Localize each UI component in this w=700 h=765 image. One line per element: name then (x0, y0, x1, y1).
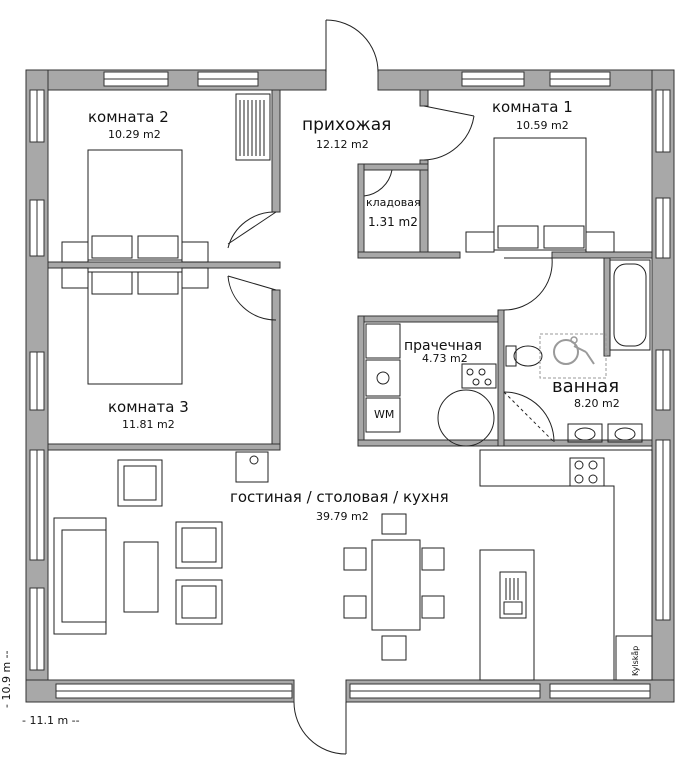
room3-area: 11.81 m2 (122, 418, 175, 431)
sofa (53, 517, 107, 635)
storage-area: 1.31 m2 (368, 215, 418, 229)
fridge-label: Kylskåp (630, 646, 640, 676)
armchairs (117, 459, 223, 625)
small-table-living (235, 451, 269, 483)
bed-room2 (61, 149, 209, 263)
laundry-area: 4.73 m2 (422, 352, 468, 365)
hall-name: прихожая (302, 115, 391, 135)
washer-label: WM (374, 408, 394, 421)
storage-name: кладовая (366, 196, 421, 209)
bed-room3 (61, 267, 209, 385)
room1-name: комната 1 (492, 98, 573, 116)
laundry-fixtures (365, 323, 497, 447)
laundry-name: прачечная (404, 338, 482, 354)
room1-area: 10.59 m2 (516, 119, 569, 132)
room3-name: комната 3 (108, 398, 189, 416)
hall-area: 12.12 m2 (316, 138, 369, 151)
room2-name: комната 2 (88, 108, 169, 126)
windows (29, 71, 671, 699)
doors (227, 19, 553, 755)
height-dimension: - 10.9 m -- (0, 650, 13, 708)
living-name: гостиная / столовая / кухня (230, 488, 449, 506)
width-dimension: - 11.1 m -- (22, 714, 80, 727)
wardrobe (235, 93, 271, 161)
bath-name: ванная (552, 376, 619, 397)
bathroom-fixtures (503, 259, 651, 443)
room2-area: 10.29 m2 (108, 128, 161, 141)
kitchen (479, 449, 653, 681)
bed-room1 (465, 137, 615, 253)
living-area: 39.79 m2 (316, 510, 369, 523)
bath-area: 8.20 m2 (574, 397, 620, 410)
coffee-table (123, 541, 159, 613)
accessibility-icon (539, 333, 607, 379)
dining-set (343, 513, 445, 661)
